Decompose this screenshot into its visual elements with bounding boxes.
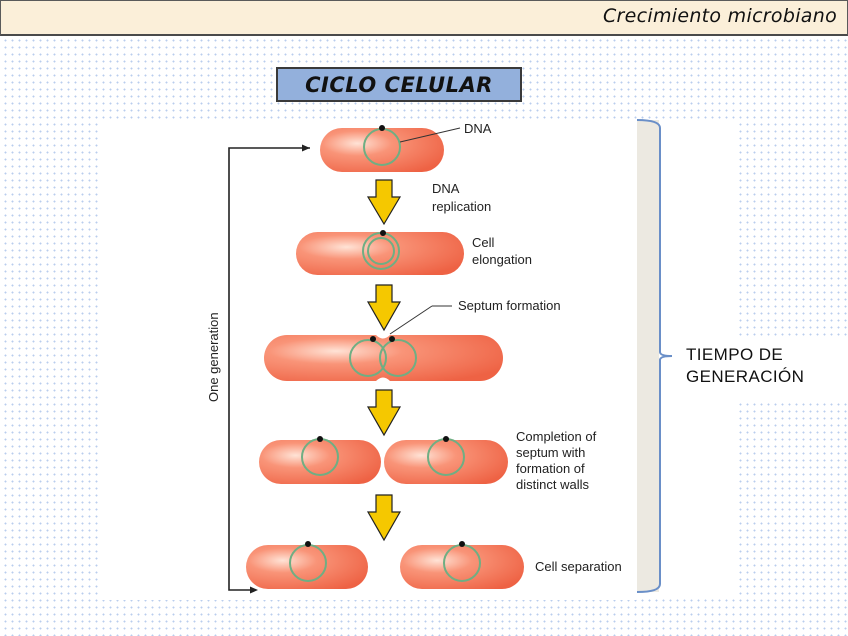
generation-time-line-2: GENERACIÓN: [686, 367, 805, 386]
label-completion-4: distinct walls: [516, 477, 589, 492]
cell-stage-2: [296, 230, 464, 275]
label-dna-replication-2: replication: [432, 199, 491, 214]
label-completion-1: Completion of: [516, 429, 597, 444]
header-bar: Crecimiento microbiano: [0, 0, 848, 36]
one-generation-label: One generation: [206, 312, 221, 402]
down-arrow-1: [366, 179, 402, 226]
dna-origin-dot: [379, 125, 385, 131]
cell-stage-3: [264, 335, 503, 381]
label-dna-replication-1: DNA: [432, 181, 460, 196]
cell-stage-5-right: [400, 541, 524, 589]
generation-time-label: TIEMPO DE GENERACIÓN: [686, 344, 804, 388]
label-completion-3: formation of: [516, 461, 585, 476]
down-arrow-4: [366, 494, 402, 542]
down-arrow-3: [366, 389, 402, 437]
annotation-background: [680, 337, 848, 399]
label-dna: DNA: [464, 121, 492, 136]
label-cell-separation: Cell separation: [535, 559, 622, 574]
down-arrow-2: [366, 284, 402, 332]
label-completion-2: septum with: [516, 445, 585, 460]
generation-time-line-1: TIEMPO DE: [686, 345, 784, 364]
generation-brace: [636, 119, 673, 593]
dna-pointer-line: [399, 127, 461, 143]
header-title: Crecimiento microbiano: [602, 5, 837, 27]
slide-title: CICLO CELULAR: [305, 72, 493, 97]
label-cell-elongation-1: Cell: [472, 235, 495, 250]
septum-pointer-line: [389, 305, 433, 335]
brace-fill: [637, 120, 659, 592]
label-septum-formation: Septum formation: [458, 298, 561, 313]
cell-stage-5-left: [246, 541, 368, 589]
cell-stage-4-right: [384, 436, 508, 484]
cell-stage-4-left: [259, 436, 381, 484]
cell-stage-1: [320, 125, 461, 172]
slide-title-box: CICLO CELULAR: [276, 67, 522, 102]
label-cell-elongation-2: elongation: [472, 252, 532, 267]
generation-loop-arrow: [228, 144, 310, 594]
